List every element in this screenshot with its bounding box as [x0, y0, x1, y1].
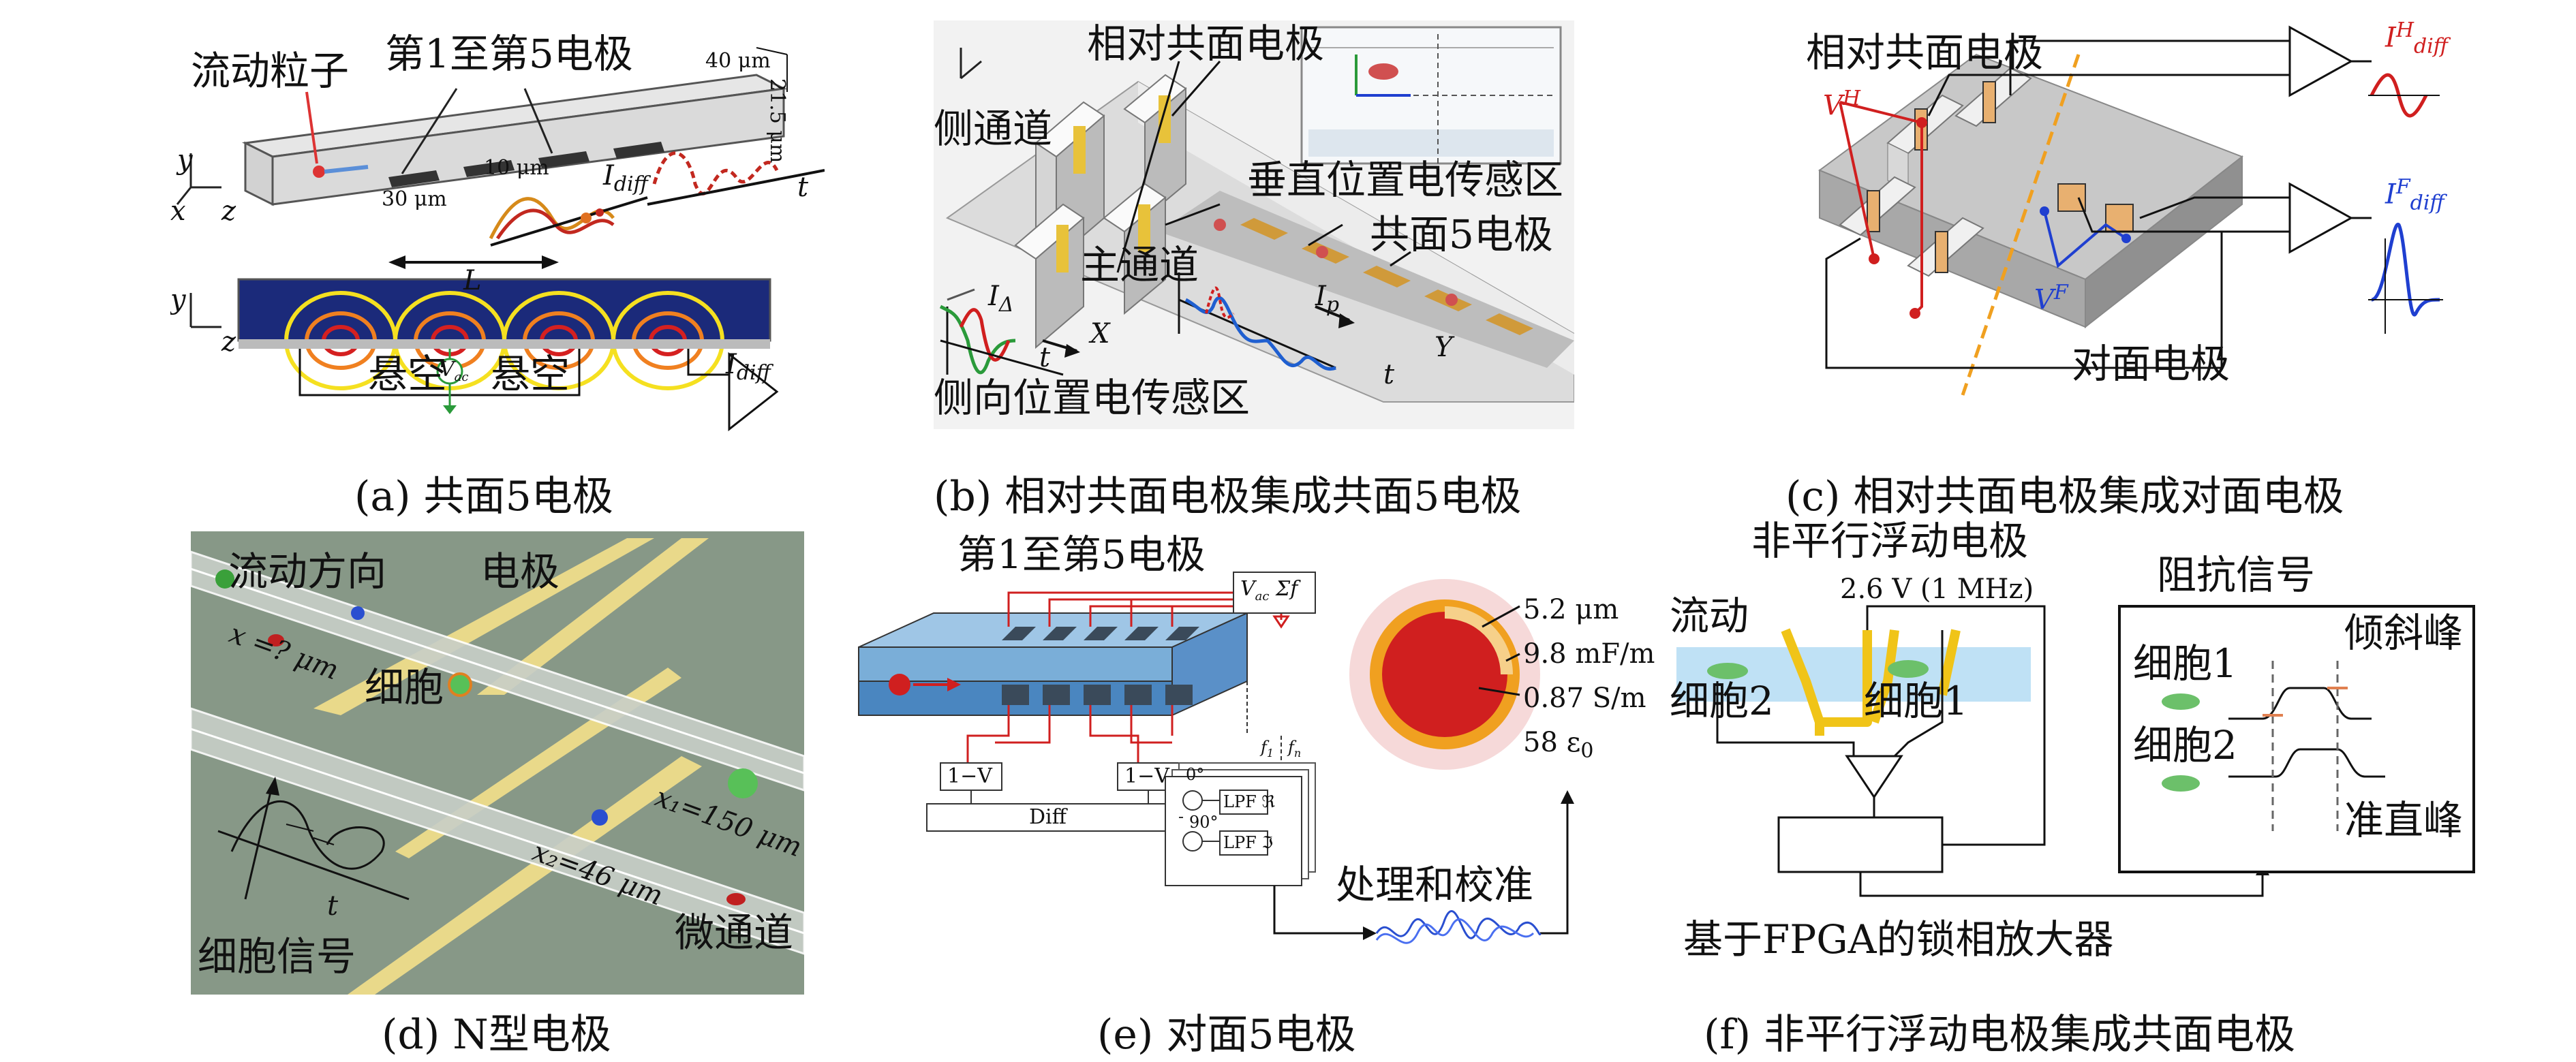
label-nonparallel: 非平行浮动电极 — [1751, 518, 2029, 564]
label-voltage: 2.6 V (1 MHz) — [1840, 574, 2034, 605]
label-vac: Vac — [440, 358, 469, 384]
label-cell-signal: 细胞信号 — [198, 933, 356, 980]
label-vertical-zone: 垂直位置电传感区 — [1247, 157, 1564, 203]
label-1-minus-v-2: 1−V — [1124, 764, 1169, 788]
label-processing: 处理和校准 — [1336, 862, 1534, 908]
label-dim-10: 10 μm — [484, 156, 549, 180]
label-dim-30: 30 μm — [382, 187, 447, 211]
label-param-4: 58 ε0 — [1523, 727, 1594, 763]
label-side-channel: 侧通道 — [934, 106, 1053, 152]
label-cell: 细胞 — [365, 664, 444, 710]
label-X: X — [1090, 318, 1110, 349]
label-t-d: t — [327, 890, 339, 922]
label-lateral-zone: 侧向位置电传感区 — [934, 375, 1251, 421]
label-vac-e: Vac Σf — [1240, 577, 1298, 604]
label-deg90: 90° — [1189, 813, 1218, 832]
label-impedance-signal: 阻抗信号 — [2157, 552, 2316, 598]
panel-a: 流动粒子 第1至第5电极 40 μm 21.5 μm 10 μm 30 μm I… — [170, 14, 825, 450]
label-facing-coplanar-b: 相对共面电极 — [1087, 20, 1325, 67]
label-param-1: 5.2 μm — [1523, 594, 1619, 625]
panel-c-figure — [1818, 25, 2443, 396]
label-flowing-particle: 流动粒子 — [191, 48, 350, 94]
label-vf: VF — [2034, 281, 2068, 316]
label-flow-direction: 流动方向 — [228, 548, 387, 595]
label-t-b2: t — [1383, 359, 1395, 390]
label-cell2-left: 细胞2 — [1670, 678, 1774, 724]
panel-e: 第1至第5电极 Vac Σf 1−V 1−V Diff LPF ℜ LPF ℑ … — [852, 531, 1656, 995]
caption-d: (d) N型电极 — [382, 1011, 611, 1059]
label-suspended-left: 悬空 — [368, 351, 448, 397]
label-Y: Y — [1435, 332, 1453, 363]
caption-f: (f) 非平行浮动电极集成共面电极 — [1704, 1011, 2296, 1059]
label-idiff-out: Idiff — [726, 349, 771, 385]
panel-f-figure — [1676, 605, 2475, 897]
label-f1: f1 — [1261, 738, 1274, 760]
label-fpga: 基于FPGA的锁相放大器 — [1683, 916, 2114, 963]
label-axis-y2: y — [170, 284, 186, 315]
label-t: t — [797, 172, 809, 203]
label-main-channel: 主通道 — [1080, 242, 1199, 288]
caption-b: (b) 相对共面电极集成共面5电极 — [934, 473, 1522, 520]
label-axis-y: y — [177, 144, 193, 176]
label-electrodes-1-5-e: 第1至第5电极 — [957, 531, 1206, 578]
panel-c: 相对共面电极 对面电极 VH VF IHdiff IFdiff — [1785, 14, 2467, 450]
label-lpf-r: LPF ℜ — [1223, 792, 1275, 811]
label-fn: fn — [1288, 738, 1302, 760]
caption-e: (e) 对面5电极 — [1097, 1011, 1356, 1059]
label-suspended-right: 悬空 — [491, 351, 570, 397]
label-dim-21-5: 21.5 μm — [765, 78, 789, 163]
caption-a: (a) 共面5电极 — [354, 473, 613, 520]
panel-f: 非平行浮动电极 2.6 V (1 MHz) 流动 细胞2 细胞1 阻抗信号 细胞… — [1663, 518, 2481, 995]
label-tilted-peak: 倾斜峰 — [2344, 610, 2464, 656]
label-diff: Diff — [1029, 805, 1067, 829]
label-microchannel: 微通道 — [675, 909, 794, 956]
label-ih: IHdiff — [2385, 18, 2449, 59]
caption-c: (c) 相对共面电极集成对面电极 — [1785, 473, 2344, 520]
label-opposite-electrode: 对面电极 — [2072, 341, 2230, 387]
label-deg0: 0° — [1186, 765, 1205, 784]
panel-a-figure — [176, 47, 825, 432]
label-cell1-right: 细胞1 — [2133, 640, 2237, 687]
panel-e-figure — [858, 572, 1574, 944]
label-1-minus-v-1: 1−V — [947, 764, 992, 788]
label-L: L — [463, 265, 482, 296]
panel-d-figure — [191, 531, 804, 995]
panel-d: 流动方向 电极 细胞 细胞信号 微通道 x =? μm x₁=150 μm x₂… — [191, 531, 804, 995]
panel-b-figure — [934, 20, 1574, 429]
label-i-delta: IΔ — [988, 281, 1014, 317]
label-cell2-right: 细胞2 — [2133, 722, 2237, 768]
label-vh: VH — [1823, 87, 1861, 122]
label-idiff: Idiff — [603, 160, 648, 196]
label-electrode: 电极 — [480, 548, 560, 595]
label-axis-z: z — [221, 196, 236, 227]
label-axis-z2: z — [221, 326, 236, 358]
label-coplanar5: 共面5电极 — [1370, 211, 1553, 257]
label-t-b1: t — [1039, 342, 1051, 373]
label-dim-40: 40 μm — [705, 49, 771, 73]
label-i-p: Ip — [1315, 281, 1340, 317]
label-param-2: 9.8 mF/m² — [1523, 638, 1656, 670]
label-electrodes-1-5: 第1至第5电极 — [385, 31, 633, 77]
label-param-3: 0.87 S/m — [1523, 683, 1646, 714]
label-if: IFdiff — [2385, 175, 2444, 215]
label-flow: 流动 — [1670, 593, 1749, 639]
label-axis-x: x — [170, 196, 186, 227]
label-cell1-left: 细胞1 — [1864, 678, 1968, 724]
label-facing-coplanar-c: 相对共面电极 — [1806, 29, 2044, 76]
label-lpf-i: LPF ℑ — [1223, 833, 1274, 852]
panel-b: 相对共面电极 侧通道 垂直位置电传感区 共面5电极 主通道 侧向位置电传感区 I… — [934, 20, 1574, 450]
label-collimated-peak: 准直峰 — [2344, 797, 2464, 843]
